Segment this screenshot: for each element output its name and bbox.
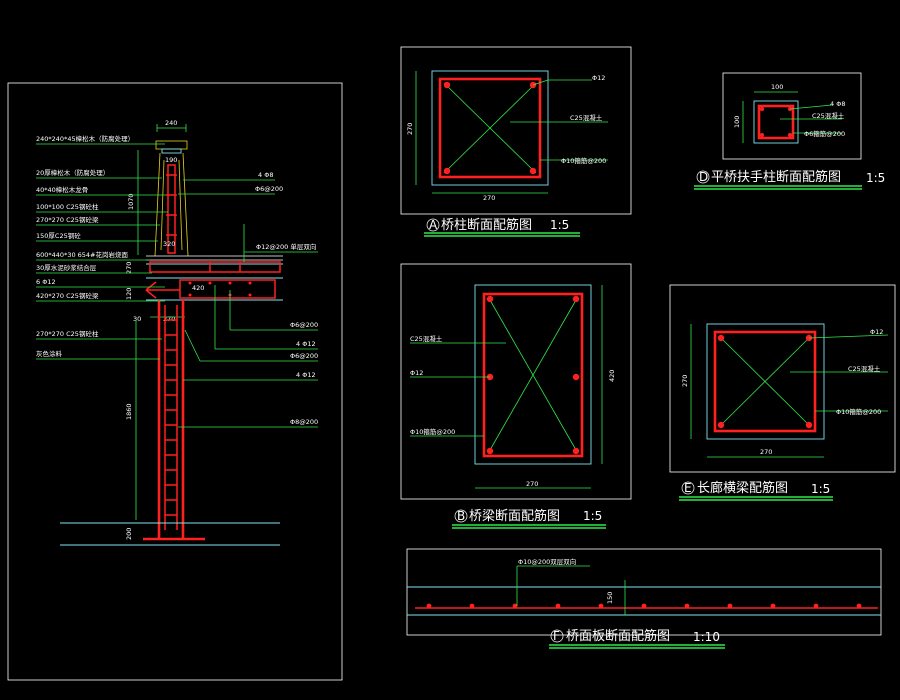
section-d-dim-h: 100 (733, 116, 741, 128)
section-a-label-stirrup: Φ10箍筋@200 (561, 156, 606, 165)
section-a-label-bar: Φ12 (592, 74, 605, 82)
section-d-dim-w: 100 (771, 83, 783, 91)
svg-text:120: 120 (125, 288, 133, 300)
section-e-label-bar: Φ12 (870, 328, 883, 336)
label-right-4: Φ6@200 (290, 321, 318, 329)
section-a-dim-h: 270 (406, 123, 414, 135)
post-cap (155, 140, 188, 150)
section-a: 270 270 Φ12 C25混凝土 Φ10箍筋@200 A 桥柱断面配筋图 1… (400, 46, 632, 237)
main-column (157, 300, 185, 538)
section-b-circle: B (457, 509, 465, 523)
section-b-title: 桥梁断面配筋图 (469, 508, 560, 524)
elevation-frame (7, 82, 343, 681)
section-e-label-concrete: C25混凝土 (848, 364, 881, 373)
label-left-2: 20厚樟松木（防腐处理） (36, 168, 109, 177)
label-left-6: 150厚C25钢砼 (36, 231, 81, 240)
section-d-label-stirrup: Φ6箍筋@200 (804, 129, 845, 138)
svg-text:200: 200 (125, 528, 133, 540)
label-right-1: 4 Φ8 (258, 171, 273, 179)
section-e: 270 270 Φ12 C25混凝土 Φ10箍筋@200 E 长廊横梁配筋图 1… (669, 284, 896, 501)
section-a-title: 桥柱断面配筋图 (441, 217, 532, 233)
label-left-9: 6 Φ12 (36, 278, 56, 286)
section-a-stirrup (438, 77, 542, 179)
section-b-frame (400, 263, 632, 500)
section-f-frame (406, 548, 882, 636)
bridge-deck: 420 (145, 255, 283, 301)
section-e-dim-h: 270 (681, 375, 689, 387)
section-b-concrete (474, 284, 592, 465)
section-e-scale: 1:5 (811, 482, 830, 496)
section-f: Φ10@200双层双向 150 F 桥面板断面配筋图 1:10 (406, 548, 882, 649)
section-b-label-stirrup: Φ10箍筋@200 (410, 427, 455, 436)
section-b-label-bar: Φ12 (410, 369, 423, 377)
label-left-11: 270*270 C25钢砼柱 (36, 329, 99, 338)
section-a-scale: 1:5 (550, 218, 569, 232)
section-e-circle: E (684, 481, 692, 495)
section-f-title: 桥面板断面配筋图 (566, 628, 670, 644)
label-right-3: Φ12@200 单层双向 (256, 242, 316, 251)
column-stirrups (165, 319, 177, 516)
svg-text:30: 30 (133, 315, 141, 323)
section-e-stirrup (713, 330, 817, 433)
section-e-label-stirrup: Φ10箍筋@200 (836, 407, 881, 416)
label-left-12: 灰色涂料 (36, 349, 63, 358)
section-f-circle: F (553, 629, 560, 643)
label-left-8: 30厚水泥砂浆结合层 (36, 263, 97, 272)
section-b-stirrup (482, 292, 584, 458)
section-d-concrete (753, 100, 799, 144)
section-e-dim-w: 270 (760, 448, 772, 456)
svg-text:190: 190 (165, 156, 177, 164)
svg-text:420: 420 (192, 284, 204, 292)
section-f-label-bar: Φ10@200双层双向 (518, 557, 576, 566)
label-right-8: Φ8@200 (290, 418, 318, 426)
elevation-labels-left: 240*240*45樟松木（防腐处理） 20厚樟松木（防腐处理） 40*40樟松… (36, 134, 168, 360)
section-f-dim-h: 150 (606, 592, 614, 604)
section-d-scale: 1:5 (866, 171, 885, 185)
section-d: 100 100 4 Φ8 C25混凝土 Φ6箍筋@200 D 平桥扶手柱断面配筋… (694, 72, 885, 190)
label-left-1: 240*240*45樟松木（防腐处理） (36, 134, 134, 143)
svg-text:320: 320 (163, 240, 175, 248)
section-b-dim-h: 420 (608, 370, 616, 382)
dim-top-width: 240 (165, 119, 177, 127)
elevation-labels-right: 4 Φ8 Φ6@200 Φ12@200 单层双向 Φ6@200 4 Φ12 Φ6… (178, 171, 318, 428)
label-right-2: Φ6@200 (255, 185, 283, 193)
section-a-concrete (431, 70, 549, 186)
svg-text:1860: 1860 (125, 403, 133, 420)
section-e-title: 长廊横梁配筋图 (697, 480, 788, 496)
section-b-label-concrete: C25混凝土 (410, 334, 443, 343)
elevation-view: 240 190 1070 320 (7, 82, 343, 681)
section-a-dim-w: 270 (483, 194, 495, 202)
label-left-3: 40*40樟松木龙骨 (36, 185, 88, 194)
section-d-title: 平桥扶手柱断面配筋图 (711, 169, 841, 185)
label-left-7: 600*440*30 654#花岗岩烧面 (36, 250, 129, 259)
section-d-label-bar: 4 Φ8 (830, 100, 845, 108)
section-a-frame (400, 46, 632, 215)
section-e-frame (669, 284, 896, 473)
section-b-scale: 1:5 (583, 509, 602, 523)
label-left-5: 270*270 C25钢砼梁 (36, 215, 99, 224)
svg-text:270: 270 (163, 315, 175, 323)
handrail-post (154, 152, 189, 257)
section-f-scale: 1:10 (693, 630, 720, 644)
section-b-dim-w: 270 (526, 480, 538, 488)
section-b: 270 420 C25混凝土 Φ12 Φ10箍筋@200 B 桥梁断面配筋图 1… (400, 263, 632, 529)
section-d-label-concrete: C25混凝土 (812, 111, 845, 120)
section-d-frame (722, 72, 862, 160)
label-left-10: 420*270 C25钢砼梁 (36, 291, 99, 300)
label-right-7: 4 Φ12 (296, 371, 316, 379)
svg-text:270: 270 (125, 262, 133, 274)
section-a-circle: A (429, 218, 438, 232)
section-d-circle: D (699, 170, 708, 184)
section-a-label-concrete: C25混凝土 (570, 113, 603, 122)
section-d-stirrup (757, 104, 795, 140)
svg-text:1070: 1070 (127, 193, 135, 210)
label-right-6: Φ6@200 (290, 352, 318, 360)
label-right-5: 4 Φ12 (296, 340, 316, 348)
section-e-concrete (706, 323, 825, 440)
label-left-4: 100*100 C25钢砼柱 (36, 202, 99, 211)
